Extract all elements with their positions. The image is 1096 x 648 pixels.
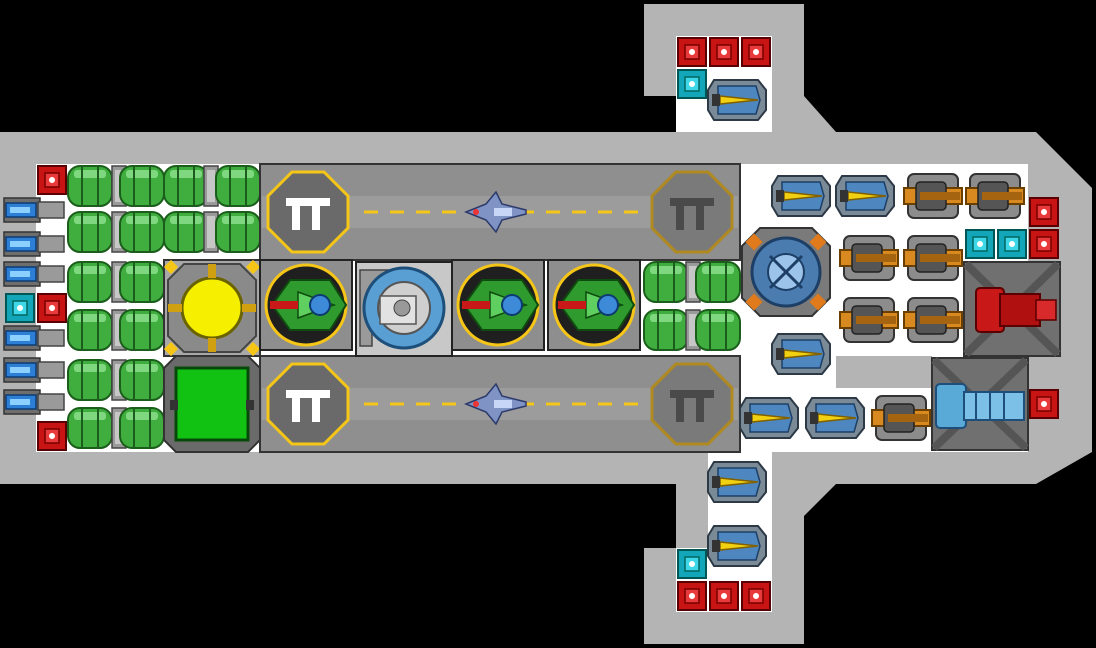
cannon-turret-icon[interactable] bbox=[839, 297, 899, 343]
laser-cannon-icon[interactable] bbox=[258, 258, 354, 352]
cannon-turret-icon[interactable] bbox=[965, 173, 1025, 219]
red-armor-icon[interactable] bbox=[709, 581, 739, 611]
red-armor-icon[interactable] bbox=[709, 37, 739, 67]
hull-notch bbox=[836, 356, 932, 388]
red-armor-icon[interactable] bbox=[741, 581, 771, 611]
missile-launcher-icon[interactable] bbox=[771, 175, 831, 217]
missile-launcher-icon[interactable] bbox=[835, 175, 895, 217]
hangar-bay-icon[interactable] bbox=[259, 355, 741, 453]
missile-launcher-icon[interactable] bbox=[707, 525, 767, 567]
red-armor-icon[interactable] bbox=[37, 165, 67, 195]
missile-launcher-icon[interactable] bbox=[707, 461, 767, 503]
thruster-icon[interactable] bbox=[3, 231, 65, 257]
red-armor-icon[interactable] bbox=[37, 421, 67, 451]
reactor-core-icon[interactable] bbox=[163, 259, 261, 357]
cyan-power-icon[interactable] bbox=[677, 69, 707, 99]
cannon-turret-icon[interactable] bbox=[871, 395, 931, 441]
cyan-power-icon[interactable] bbox=[5, 293, 35, 323]
cannon-turret-icon[interactable] bbox=[903, 235, 963, 281]
green-cargo-icon[interactable] bbox=[163, 355, 261, 453]
red-armor-icon[interactable] bbox=[741, 37, 771, 67]
laser-cannon-icon[interactable] bbox=[546, 258, 642, 352]
red-armor-icon[interactable] bbox=[677, 581, 707, 611]
thruster-icon[interactable] bbox=[3, 261, 65, 287]
missile-launcher-icon[interactable] bbox=[707, 79, 767, 121]
cannon-turret-icon[interactable] bbox=[839, 235, 899, 281]
hangar-bay-icon[interactable] bbox=[259, 163, 741, 261]
red-armor-icon[interactable] bbox=[1029, 197, 1059, 227]
shield-generator-icon[interactable] bbox=[741, 227, 831, 317]
missile-launcher-icon[interactable] bbox=[805, 397, 865, 439]
laser-cannon-icon[interactable] bbox=[931, 357, 1029, 451]
thruster-icon[interactable] bbox=[3, 357, 65, 383]
laser-cannon-icon[interactable] bbox=[450, 258, 546, 352]
thruster-icon[interactable] bbox=[3, 197, 65, 223]
thruster-icon[interactable] bbox=[3, 389, 65, 415]
cyan-power-icon[interactable] bbox=[677, 549, 707, 579]
red-armor-icon[interactable] bbox=[1029, 389, 1059, 419]
red-armor-icon[interactable] bbox=[1029, 229, 1059, 259]
cannon-turret-icon[interactable] bbox=[903, 297, 963, 343]
cyan-power-icon[interactable] bbox=[997, 229, 1027, 259]
red-armor-icon[interactable] bbox=[677, 37, 707, 67]
cannon-turret-icon[interactable] bbox=[903, 173, 963, 219]
missile-launcher-icon[interactable] bbox=[771, 333, 831, 375]
red-armor-icon[interactable] bbox=[37, 293, 67, 323]
bridge-icon[interactable] bbox=[355, 261, 453, 357]
missile-launcher-icon[interactable] bbox=[739, 397, 799, 439]
cyan-power-icon[interactable] bbox=[965, 229, 995, 259]
railgun-icon[interactable] bbox=[963, 261, 1061, 357]
thruster-icon[interactable] bbox=[3, 325, 65, 351]
